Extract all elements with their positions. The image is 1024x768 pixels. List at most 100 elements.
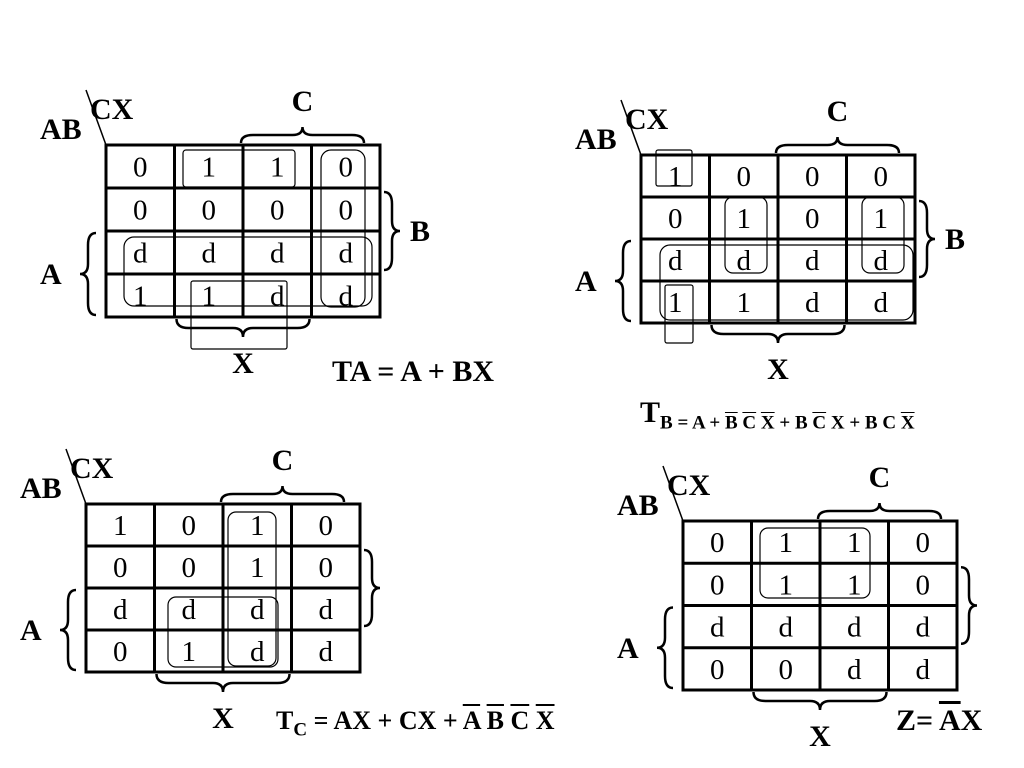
kmap-cell: 1 (113, 510, 128, 542)
kmap-cell: d (133, 238, 148, 270)
kmap-group-loop (724, 196, 768, 274)
kmap-cell: 1 (202, 281, 217, 313)
kmap-cell: 0 (710, 654, 725, 686)
kmap-cell: d (250, 636, 265, 668)
equation-tb: TB = A + B C X + B C X + B C X (640, 396, 915, 434)
kmap-cell: 1 (874, 203, 889, 235)
kmap-cell: 1 (847, 569, 862, 601)
kmap-corner-diagonal (65, 448, 87, 505)
kmap-c-label: C (827, 95, 849, 128)
kmap-cell: 0 (113, 636, 128, 668)
kmap-cell: d (250, 594, 265, 626)
kmap-group-loop (759, 527, 871, 599)
kmap-cell: 1 (250, 552, 265, 584)
kmap-group-loop (861, 196, 905, 274)
kmap-cell: 1 (847, 527, 862, 559)
kmap-cell: 1 (202, 152, 217, 184)
kmap-cell: 1 (270, 152, 285, 184)
kmap-c-brace (239, 126, 366, 144)
kmap-c-label: C (272, 444, 294, 477)
kmap-a-brace (59, 588, 77, 672)
equation-ta: TA = A + BX (332, 355, 495, 388)
kmap-row-var-label: AB (40, 113, 82, 146)
kmap-c-brace (816, 502, 943, 520)
kmap-cell: d (847, 612, 862, 644)
kmap-c-label: C (292, 85, 314, 118)
kmap-group-loop (659, 244, 914, 321)
kmap-group-loop (190, 280, 288, 350)
kmap-a-label: A (575, 265, 597, 298)
kmap-cell: d (113, 594, 128, 626)
kmap-cell: d (874, 245, 889, 277)
kmap-cell: 0 (319, 510, 334, 542)
kmap-a-label: A (20, 614, 42, 647)
kmap-cell: 0 (339, 152, 354, 184)
kmap-cell: 0 (916, 569, 931, 601)
kmap-cell: 1 (779, 569, 794, 601)
kmap-a-brace (614, 239, 632, 323)
kmap-c-brace (774, 136, 901, 154)
kmap-c-brace (219, 485, 346, 503)
kmap-cell: d (779, 612, 794, 644)
equation-z: Z= AX (896, 704, 983, 737)
kmap-cell: 0 (270, 195, 285, 227)
kmap-cell: 1 (250, 510, 265, 542)
equation-tc: TC = AX + CX + A B C X (276, 706, 555, 741)
kmap-group-loop (167, 596, 279, 668)
kmap-cell: d (270, 281, 285, 313)
kmap-cell: 0 (874, 161, 889, 193)
kmap-cell: d (182, 594, 197, 626)
kmap-group-loop (182, 149, 296, 188)
kmap-corner-diagonal (85, 89, 107, 146)
kmap-cell: 1 (737, 203, 752, 235)
kmap-c-label: C (869, 461, 891, 494)
kmap-a-label: A (617, 632, 639, 665)
kmap-group-loop (655, 149, 693, 187)
kmap-cell: 0 (710, 569, 725, 601)
kmap-b-label: B (945, 223, 965, 256)
kmap-cell: 1 (133, 281, 148, 313)
kmap-cell: 0 (916, 527, 931, 559)
kmap-cell: 0 (805, 203, 820, 235)
kmap-cell: 1 (737, 287, 752, 319)
kmap-cell: d (847, 654, 862, 686)
kmap-b-brace (960, 566, 978, 645)
kmap-cell: 0 (737, 161, 752, 193)
kmap-cell: d (805, 245, 820, 277)
kmap-cell: d (916, 612, 931, 644)
kmap-x-label: X (767, 353, 789, 386)
kmap-cell: 0 (182, 552, 197, 584)
kmap-a-brace (79, 231, 97, 317)
kmap-cell: d (668, 245, 683, 277)
kmap-row-var-label: AB (575, 123, 617, 156)
kmap-x-label: X (212, 702, 234, 735)
kmap-b-brace (918, 199, 936, 279)
kmap-cell: 1 (182, 636, 197, 668)
kmap-cell: 1 (779, 527, 794, 559)
kmap-cell: d (319, 594, 334, 626)
kmap-cell: 0 (339, 195, 354, 227)
kmap-b-label: B (410, 215, 430, 248)
kmap-col-var-label: CX (70, 452, 114, 485)
kmap-cell: d (339, 281, 354, 313)
kmap-col-var-label: CX (90, 93, 134, 126)
kmap-b-brace (383, 190, 401, 272)
kmap-cell: 0 (113, 552, 128, 584)
kmap-group-loop (320, 149, 366, 308)
kmap-cell: 0 (133, 152, 148, 184)
kmap-cell: d (710, 612, 725, 644)
kmap-corner-diagonal (620, 99, 642, 156)
kmap-cell: d (805, 287, 820, 319)
kmap-col-var-label: CX (625, 103, 669, 136)
kmap-cell: d (737, 245, 752, 277)
kmap-cell: d (319, 636, 334, 668)
kmap-x-brace (710, 324, 846, 344)
kmap-x-brace (175, 318, 311, 338)
kmap-cell: 0 (182, 510, 197, 542)
kmap-cell: 0 (805, 161, 820, 193)
kmap-cell: 1 (668, 161, 683, 193)
kmap-cell: d (270, 238, 285, 270)
